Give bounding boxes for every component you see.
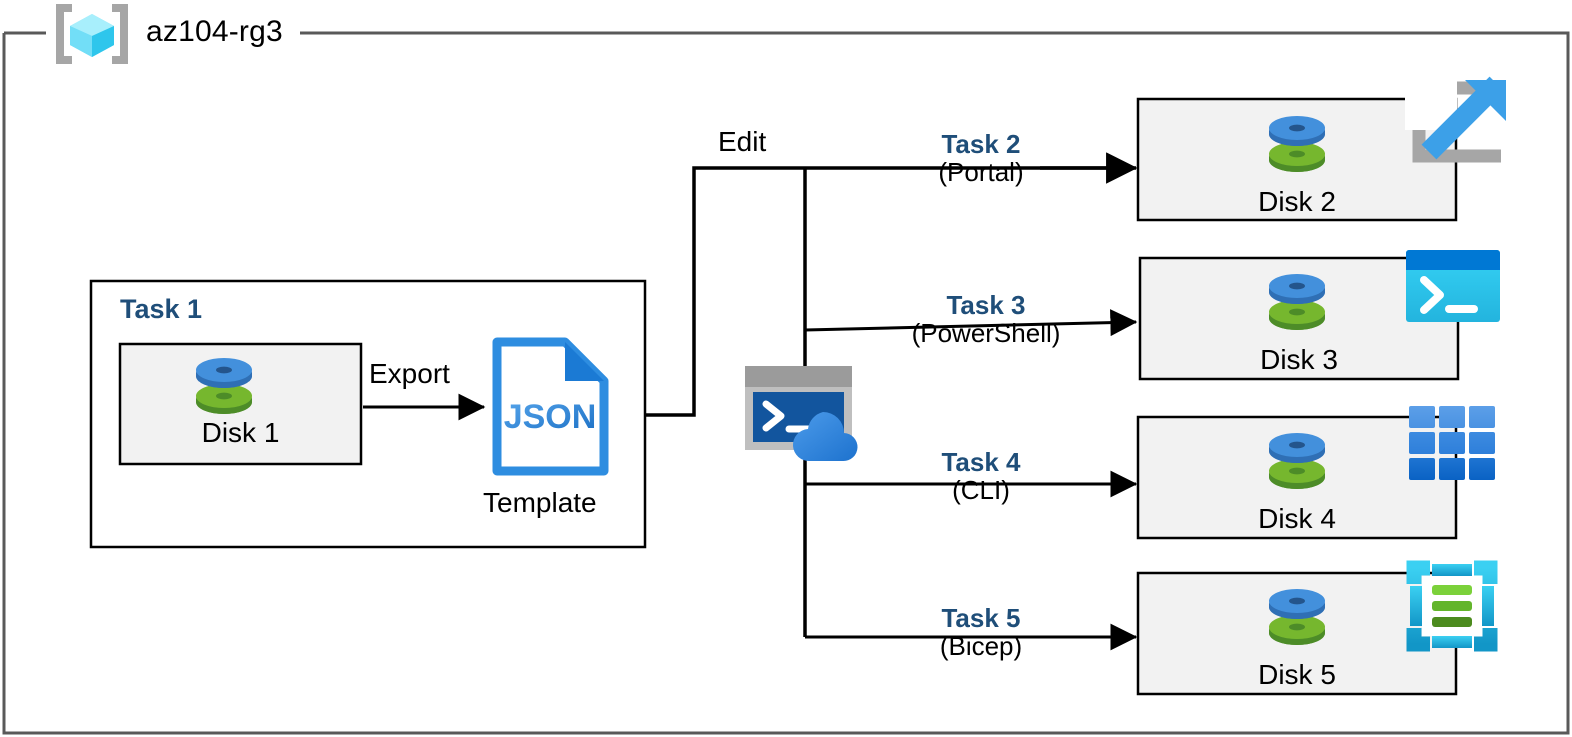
export-label: Export — [369, 358, 450, 389]
json-file-icon: JSON — [492, 337, 609, 476]
task4-flow-label: Task 4 (CLI) — [851, 448, 1111, 505]
azure-cli-grid-icon — [1409, 406, 1495, 480]
disk4-label: Disk 4 — [1258, 503, 1336, 534]
cloud-shell-icon — [745, 366, 858, 462]
bicep-icon — [1406, 560, 1498, 652]
svg-text:JSON: JSON — [504, 398, 597, 436]
task5-flow-label: Task 5 (Bicep) — [851, 604, 1111, 661]
task3-method: (PowerShell) — [911, 318, 1061, 349]
edit-connector — [646, 166, 1131, 417]
managed-disk-icon — [1269, 433, 1325, 489]
resource-group-name: az104-rg3 — [146, 15, 283, 48]
task2-flow-label: Task 2 (Portal) — [851, 130, 1111, 187]
disk1-label: Disk 1 — [201, 417, 280, 448]
resource-group-frame — [2, 31, 1570, 735]
task2-title: Task 2 — [941, 129, 1021, 159]
managed-disk-icon — [1269, 274, 1325, 330]
task5-title: Task 5 — [941, 603, 1021, 633]
task2-method: (Portal) — [938, 157, 1024, 188]
task4-title: Task 4 — [941, 447, 1021, 477]
resource-group-cube-icon — [56, 4, 128, 64]
task1-group-box — [89, 279, 647, 549]
powershell-icon — [1406, 250, 1500, 322]
template-label: Template — [483, 487, 597, 518]
managed-disk-icon — [1269, 116, 1325, 172]
task4-method: (CLI) — [952, 475, 1010, 506]
task3-arrow — [804, 309, 1138, 337]
task3-flow-label: Task 3 (PowerShell) — [856, 291, 1116, 348]
edit-label: Edit — [718, 126, 767, 157]
managed-disk-icon — [1269, 589, 1325, 645]
disk5-label: Disk 5 — [1258, 659, 1336, 690]
azure-portal-icon — [1405, 76, 1507, 163]
managed-disk-icon — [196, 358, 252, 414]
disk2-label: Disk 2 — [1258, 186, 1336, 217]
task3-title: Task 3 — [946, 290, 1026, 320]
task5-method: (Bicep) — [939, 631, 1023, 662]
task1-title: Task 1 — [120, 294, 203, 324]
disk3-label: Disk 3 — [1260, 344, 1338, 375]
